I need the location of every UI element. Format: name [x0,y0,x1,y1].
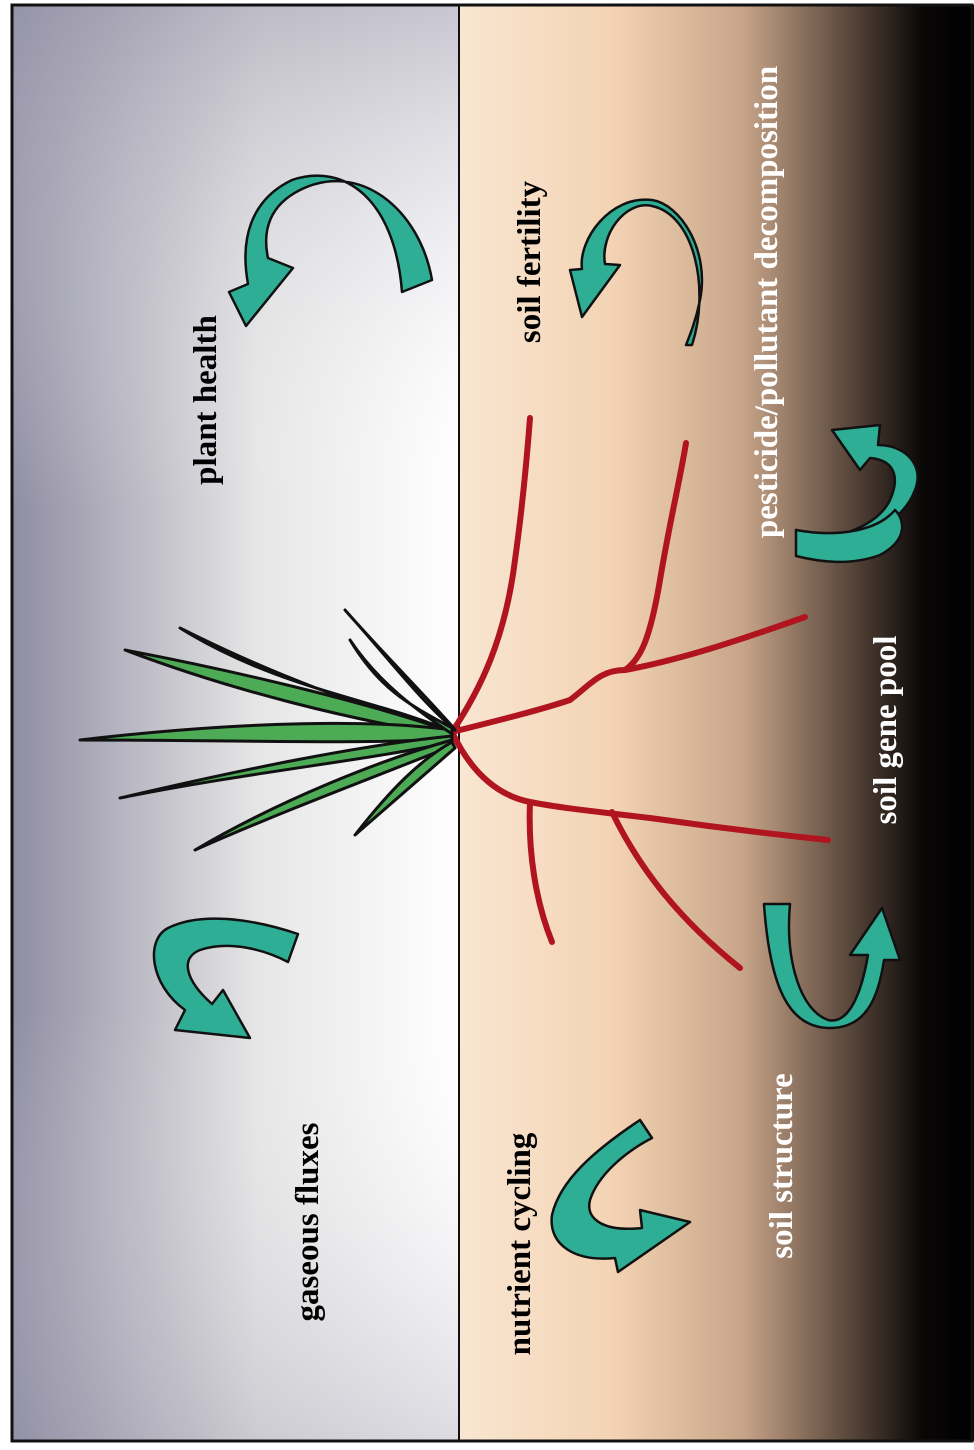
soil-fertility-label: soil fertility [512,180,548,343]
pesticide-decomposition-label: pesticide/pollutant decomposition [749,66,785,538]
soil-gene-pool-label: soil gene pool [868,636,904,825]
gaseous-fluxes-label: gaseous fluxes [290,1122,326,1321]
nutrient-cycling-label: nutrient cycling [502,1132,538,1355]
plant-health-label: plant health [188,315,224,485]
soil-structure-label: soil structure [764,1073,800,1258]
